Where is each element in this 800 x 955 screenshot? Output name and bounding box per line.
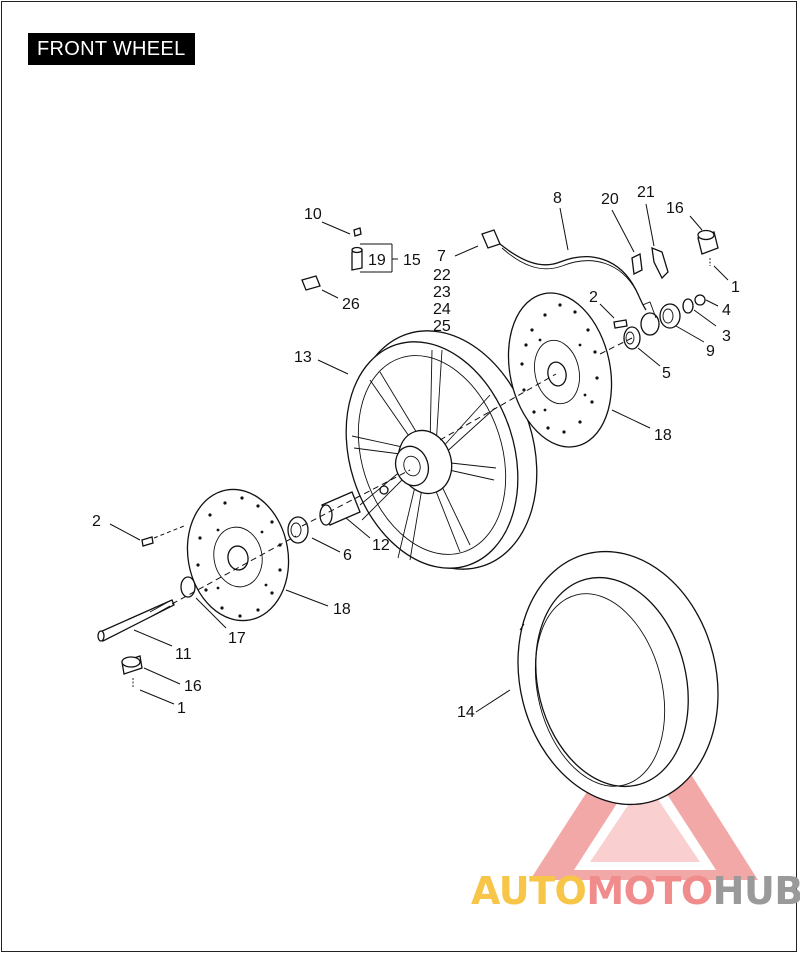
callout-23: 23 bbox=[433, 284, 451, 301]
callout-18-left: 18 bbox=[333, 601, 351, 618]
wheel-bearing-left bbox=[287, 516, 309, 544]
watermark-hub: HUB bbox=[713, 869, 800, 913]
callout-12: 12 bbox=[372, 537, 390, 554]
callout-7: 7 bbox=[437, 248, 446, 265]
callout-16-right: 16 bbox=[666, 200, 684, 217]
callout-1-left: 1 bbox=[177, 700, 186, 717]
washer bbox=[682, 298, 694, 314]
callout-14: 14 bbox=[457, 704, 475, 721]
callout-10: 10 bbox=[304, 206, 322, 223]
callout-24: 24 bbox=[433, 301, 451, 318]
callout-2-left: 2 bbox=[92, 513, 101, 530]
rotor-screw-right bbox=[613, 319, 628, 329]
callout-3: 3 bbox=[722, 328, 731, 345]
watermark-text: AUTOMOTOHUB bbox=[471, 869, 800, 913]
callout-6: 6 bbox=[343, 547, 352, 564]
callout-19: 19 bbox=[368, 252, 386, 269]
diagram-title: FRONT WHEEL bbox=[28, 33, 195, 65]
callout-5: 5 bbox=[662, 365, 671, 382]
valve-stem bbox=[351, 246, 363, 271]
axle-spacer bbox=[319, 491, 361, 526]
callout-4: 4 bbox=[722, 302, 731, 319]
callout-20: 20 bbox=[601, 191, 619, 208]
callout-13: 13 bbox=[294, 349, 312, 366]
callout-8: 8 bbox=[553, 190, 562, 207]
callout-21: 21 bbox=[637, 184, 655, 201]
callout-11: 11 bbox=[175, 646, 192, 663]
callout-16-left: 16 bbox=[184, 678, 202, 695]
axle-nut bbox=[694, 294, 706, 306]
spacer-9 bbox=[659, 303, 681, 329]
watermark-auto: AUTO bbox=[471, 869, 586, 913]
axle-cap-right bbox=[697, 229, 719, 266]
wheel-sensor bbox=[481, 229, 647, 311]
bracket-21 bbox=[651, 246, 669, 280]
rotor-screw-left bbox=[141, 536, 154, 547]
callout-18-right: 18 bbox=[654, 427, 672, 444]
callout-17: 17 bbox=[228, 630, 246, 647]
valve-cap bbox=[353, 227, 362, 237]
front-axle bbox=[97, 599, 175, 642]
callout-15: 15 bbox=[403, 252, 421, 269]
callout-9: 9 bbox=[706, 343, 715, 360]
axle-cap-left bbox=[121, 655, 143, 688]
balance-weight bbox=[301, 275, 321, 291]
axle-spacer-left bbox=[180, 576, 196, 598]
sensor-ring bbox=[639, 301, 660, 336]
callout-labels: 10 19 15 26 7 22 23 24 25 8 20 21 16 1 2… bbox=[92, 184, 740, 721]
leader-lines bbox=[109, 203, 729, 713]
callout-22: 22 bbox=[433, 267, 451, 284]
brake-rotor-right bbox=[507, 292, 613, 448]
brake-rotor-left bbox=[186, 488, 290, 622]
bracket-20 bbox=[631, 253, 643, 275]
callout-26: 26 bbox=[342, 296, 360, 313]
callout-2-right: 2 bbox=[589, 289, 598, 306]
callout-25: 25 bbox=[433, 318, 451, 335]
tire bbox=[517, 550, 719, 806]
cast-wheel bbox=[345, 330, 538, 570]
watermark-moto: MOTO bbox=[586, 869, 712, 913]
callout-1-right: 1 bbox=[731, 279, 740, 296]
